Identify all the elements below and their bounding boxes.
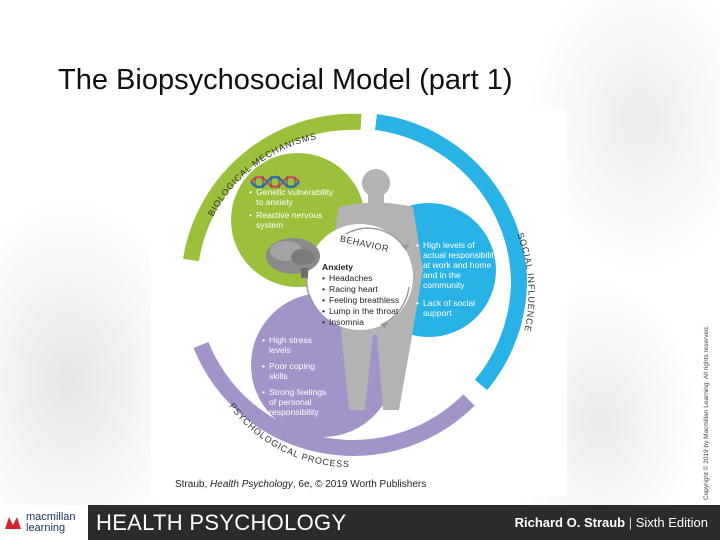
footer: macmillan learning HEALTH PSYCHOLOGY Ric…	[0, 505, 720, 540]
symptom-bullet: •	[322, 284, 325, 294]
author-edition: Richard O. Straub | Sixth Edition	[515, 515, 708, 530]
footer-edition: Sixth Edition	[636, 515, 708, 530]
footer-separator: |	[625, 515, 636, 530]
psych-item-text: levels	[269, 345, 291, 355]
caption-book-title: Health Psychology	[210, 479, 293, 490]
course-title: HEALTH PSYCHOLOGY	[96, 510, 346, 536]
symptom-bullet: •	[322, 317, 325, 327]
psych-item-text: of personal	[269, 397, 312, 407]
social-bullet: •	[416, 298, 419, 308]
social-item-text: and in the	[423, 270, 461, 280]
caption-author: Straub,	[175, 479, 210, 490]
symptom-bullet: •	[322, 306, 325, 316]
symptom-text: Feeling breathless	[329, 295, 399, 305]
psych-bullet: •	[262, 361, 265, 371]
slide-title: The Biopsychosocial Model (part 1)	[58, 64, 513, 97]
psych-item-text: Strong feelings	[269, 387, 326, 397]
footer-bar: HEALTH PSYCHOLOGY Richard O. Straub | Si…	[88, 505, 720, 540]
psych-bullet: •	[262, 387, 265, 397]
footer-author: Richard O. Straub	[515, 515, 626, 530]
social-item-text: at work and home	[423, 260, 492, 270]
symptom-text: Insomnia	[329, 317, 364, 327]
psych-item-text: skills	[269, 371, 288, 381]
bio-item-text: Genetic vulnerability	[256, 187, 334, 197]
psych-item-text: responsibility	[269, 407, 319, 417]
social-item-text: actual responsibility	[423, 250, 499, 260]
social-item-text: community	[423, 280, 465, 290]
psych-item-text: High stress	[269, 335, 312, 345]
psych-bullet: •	[262, 335, 265, 345]
bio-item-text: system	[256, 220, 283, 230]
anxiety-title: Anxiety	[322, 262, 353, 272]
biopsychosocial-diagram: BIOLOGICAL MECHANISMS SOCIAL INFLUENCES …	[151, 110, 567, 496]
social-item-text: Lack of social	[423, 298, 475, 308]
publisher-name: macmillan learning	[26, 512, 76, 534]
symptom-bullet: •	[322, 273, 325, 283]
bio-bullet: •	[249, 187, 252, 197]
publisher-name-line2: learning	[26, 523, 76, 534]
macmillan-logo-icon	[4, 513, 22, 531]
bio-bullet: •	[249, 210, 252, 220]
psych-item-text: Poor coping	[269, 361, 315, 371]
publisher-logo: macmillan learning	[0, 505, 88, 540]
symptom-bullet: •	[322, 295, 325, 305]
social-item-text: support	[423, 308, 452, 318]
bio-item-text: Reactive nervous	[256, 210, 322, 220]
symptom-text: Racing heart	[329, 284, 378, 294]
caption-rest: , 6e, © 2019 Worth Publishers	[293, 479, 426, 490]
social-item-text: High levels of	[423, 240, 475, 250]
bio-item-text: to anxiety	[256, 197, 293, 207]
social-bullet: •	[416, 240, 419, 250]
symptom-text: Headaches	[329, 273, 372, 283]
biopsychosocial-figure: BIOLOGICAL MECHANISMS SOCIAL INFLUENCES …	[151, 110, 567, 496]
figure-caption: Straub, Health Psychology, 6e, © 2019 Wo…	[175, 479, 426, 490]
copyright-notice: Copyright © 2019 by Macmillan Learning. …	[703, 325, 710, 500]
symptom-text: Lump in the throat	[329, 306, 399, 316]
